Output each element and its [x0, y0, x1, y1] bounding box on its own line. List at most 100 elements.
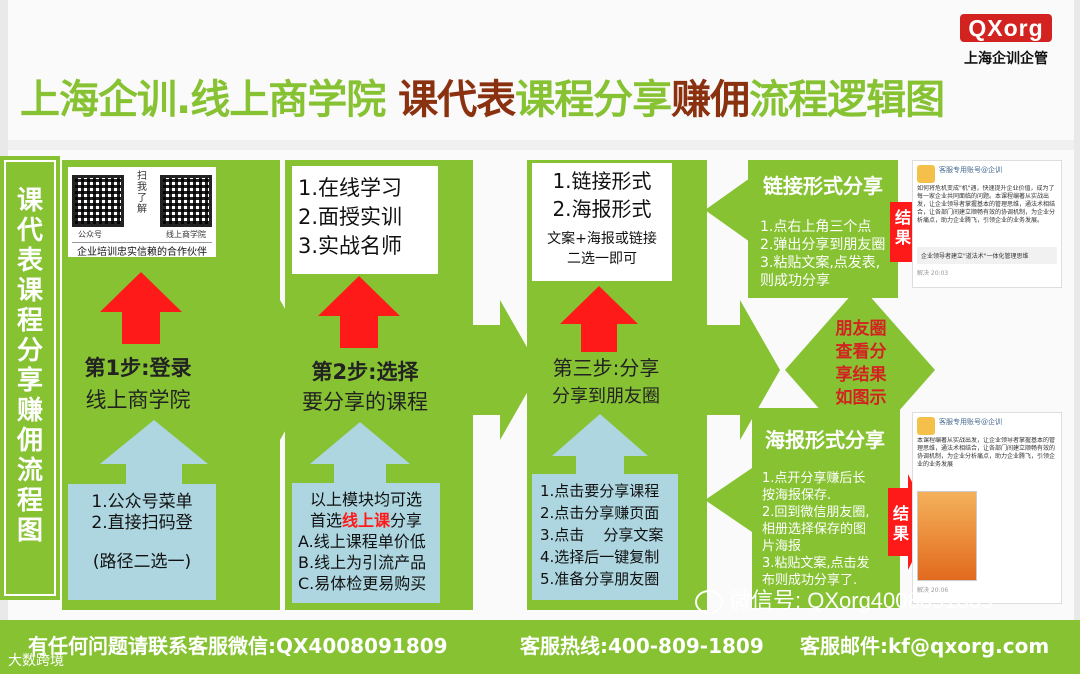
- step2-note5: C.易体检更易购买: [298, 574, 427, 593]
- link-step1: 1.点右上角三个点: [760, 219, 872, 235]
- qr-card: 扫 我 了 解 公众号 线上商学院 企业培训忠实信赖的合作伙伴: [68, 167, 216, 258]
- link-step4: 则成功分享: [760, 273, 830, 289]
- step2-note4: B.线上为引流产品: [298, 553, 427, 572]
- link-step3: 3.粘贴文案,点发表,: [760, 255, 881, 271]
- thumb-top-header-row: 客服专用账号@企训: [917, 165, 1057, 183]
- qr-code-academy[interactable]: [160, 175, 212, 227]
- poster-share-screenshot: 客服专用账号@企训 本课程编著从实战出发，让企业领导者掌握基本的管理思维，通法术…: [912, 412, 1062, 604]
- step3-note1: 1.点击要分享课程: [540, 482, 660, 500]
- step2-box1: 1.在线学习: [298, 176, 403, 200]
- step2-box2: 2.面授实训: [298, 205, 403, 229]
- avatar: [917, 417, 935, 435]
- thumb-bottom-header-row: 客服专用账号@企训: [917, 417, 1057, 435]
- handwritten-note: 扫 我 了 解: [137, 171, 147, 215]
- up-arrow-blue-1: [100, 420, 208, 490]
- poster-step-line: 2.回到微信朋友圈,: [762, 505, 870, 520]
- step2-note3: A.线上课程单价低: [298, 532, 426, 551]
- link-panel-body: 1.点右上角三个点 2.弹出分享到朋友圈 3.粘贴文案,点发表, 则成功分享: [760, 218, 896, 290]
- result-char: 果: [894, 228, 911, 247]
- vtitle-char: 赚: [16, 396, 43, 426]
- step3-note2: 2.点击分享赚页面: [540, 504, 660, 522]
- link-panel-title: 链接形式分享: [763, 174, 883, 198]
- step1-note2: 2.直接扫码登: [91, 513, 193, 533]
- center-line: 朋友圈: [835, 319, 887, 339]
- poster-step-line: 1.点开分享赚后长: [762, 471, 866, 486]
- qr-labels: 公众号 线上商学院: [72, 229, 212, 240]
- qxorg-logo: QXorg: [960, 14, 1052, 42]
- title-divider: [8, 140, 1074, 150]
- center-line: 查看分: [835, 342, 887, 362]
- thumb-bottom-footer: 解决 20:06: [917, 587, 949, 594]
- result-char: 果: [892, 524, 909, 543]
- thumb-bottom-body: 本课程编著从实战出发，让企业领导者掌握基本的管理思维，通法术相结合，让各部门间建…: [917, 437, 1056, 468]
- step2-note2a: 首选: [309, 511, 342, 530]
- step2-note2b: 线上课: [341, 511, 390, 530]
- step1-note-box: 1.公众号菜单 2.直接扫码登 (路径二选一): [68, 484, 216, 600]
- poster-step-line: 相册选择保存的图: [762, 522, 867, 537]
- vtitle-char: 课: [16, 186, 43, 216]
- center-line: 享结果: [835, 365, 887, 385]
- up-arrow-red-1: [100, 272, 182, 344]
- qr-label-right: 线上商学院: [166, 230, 206, 239]
- vtitle-char: 课: [16, 276, 43, 306]
- qr-code-public[interactable]: [72, 175, 124, 227]
- up-arrow-blue-2: [310, 422, 410, 488]
- wechat-watermark: 微信号: QXorg4008091809: [695, 583, 993, 615]
- watermark-text: 微信号: QXorg4008091809: [729, 588, 994, 613]
- vtitle-char: 程: [16, 486, 43, 516]
- result-label-top: 结 果: [892, 208, 914, 248]
- step2-line2: 要分享的课程: [302, 390, 428, 414]
- step1-note3: (路径二选一): [92, 552, 192, 572]
- step2-box3: 3.实战名师: [298, 234, 403, 258]
- qr-row: 扫 我 了 解: [72, 171, 212, 229]
- step3-note-box: 1.点击要分享课程 2.点击分享赚页面 3.点击 分享文案 4.选择后一键复制 …: [532, 474, 678, 600]
- step2-note-box: 以上模块均可选 首选线上课分享 A.线上课程单价低 B.线上为引流产品 C.易体…: [292, 483, 440, 603]
- vtitle-char: 流: [16, 456, 43, 486]
- title-part4: 赚佣: [671, 77, 750, 123]
- up-arrow-blue-3: [552, 414, 648, 480]
- up-arrow-red-3: [560, 286, 638, 352]
- avatar: [917, 165, 935, 183]
- poster-panel-body: 1.点开分享赚后长 按海报保存. 2.回到微信朋友圈, 相册选择保存的图 片海报…: [762, 470, 898, 589]
- poster-step-line: 布则成功分享了.: [762, 573, 858, 588]
- poster-step-line: 片海报: [762, 539, 802, 554]
- step2-note2c: 分享: [390, 511, 423, 530]
- step1-note1: 1.公众号菜单: [91, 492, 193, 512]
- thumb-top-footer: 解决 20:03: [917, 270, 949, 277]
- qr-label-left: 公众号: [78, 230, 102, 239]
- step3-note5: 5.准备分享朋友圈: [540, 570, 660, 588]
- wechat-icon: [695, 590, 723, 615]
- thumb-bottom-header: 客服专用账号@企训: [939, 418, 1002, 426]
- vertical-title: 课 代 表 课 程 分 享 赚 佣 流 程 图: [4, 160, 56, 596]
- result-label-bottom: 结 果: [890, 504, 912, 544]
- step1-line2: 线上商学院: [85, 388, 191, 412]
- vtitle-char: 图: [16, 516, 43, 546]
- step1-line1: 第1步:登录: [84, 356, 192, 380]
- vertical-title-bg: [0, 156, 60, 600]
- title-part5: 流程逻辑图: [749, 77, 945, 123]
- thumb-top-link[interactable]: 企业领导者建立"道法术"一体化管理思维: [917, 247, 1057, 264]
- step2-line1: 第2步:选择: [311, 360, 419, 384]
- link-step2: 2.弹出分享到朋友圈: [760, 237, 886, 253]
- footer-email[interactable]: 客服邮件:kf@qxorg.com: [800, 634, 1050, 658]
- step3-box3: 文案+海报或链接: [547, 231, 657, 247]
- poster-image[interactable]: [917, 491, 977, 581]
- title-part3: 课程分享: [515, 77, 672, 123]
- vtitle-char: 分: [16, 336, 43, 366]
- step2-module-box: 1.在线学习 2.面授实训 3.实战名师: [292, 166, 438, 274]
- step3-format-box: 1.链接形式 2.海报形式 文案+海报或链接 二选一即可: [532, 163, 672, 281]
- footer-wechat: 有任何问题请联系客服微信:QX4008091809: [28, 634, 448, 658]
- step3-line2: 分享到朋友圈: [552, 386, 660, 407]
- thumb-top-body: 如何将危机变成"机"遇，快速提升企业价值，成为了每一家企业共同面临的问题。本课程…: [917, 185, 1056, 224]
- step3-box2: 2.海报形式: [552, 197, 652, 221]
- step2-note1: 以上模块均可选: [309, 490, 422, 509]
- vtitle-char: 表: [16, 246, 43, 276]
- center-result-text: 朋友圈 查看分 享结果 如图示: [806, 318, 916, 410]
- step3-box1: 1.链接形式: [552, 169, 652, 193]
- qr-caption: 企业培训忠实信赖的合作伙伴: [72, 242, 212, 258]
- step3-note3: 3.点击 分享文案: [540, 526, 664, 544]
- title-part1: 上海企训.线上商学院: [20, 77, 399, 123]
- poster-panel-title: 海报形式分享: [765, 428, 885, 452]
- result-char: 结: [892, 504, 909, 523]
- title-part2: 课代表: [398, 77, 516, 123]
